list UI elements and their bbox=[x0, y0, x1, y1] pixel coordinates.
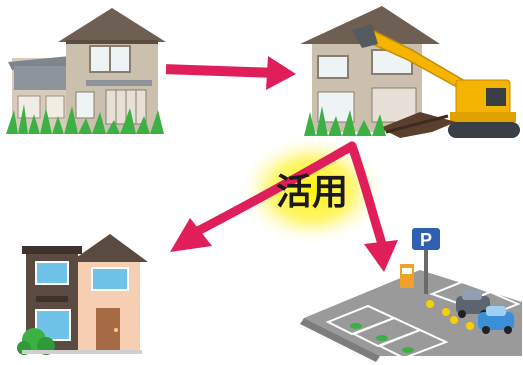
car-blue-icon bbox=[478, 306, 514, 334]
center-label: 活用 bbox=[276, 171, 348, 212]
parking-sign-text: P bbox=[420, 230, 432, 250]
arrow-right-icon bbox=[165, 56, 296, 90]
parking-lot-icon: P bbox=[300, 228, 522, 362]
new-house-icon bbox=[17, 234, 148, 355]
label-glow bbox=[238, 134, 386, 246]
old-house-icon bbox=[6, 8, 166, 134]
arrow-down-left-icon bbox=[170, 141, 357, 252]
arrow-down-right-icon bbox=[347, 141, 398, 272]
demolition-excavator-icon bbox=[300, 6, 520, 138]
